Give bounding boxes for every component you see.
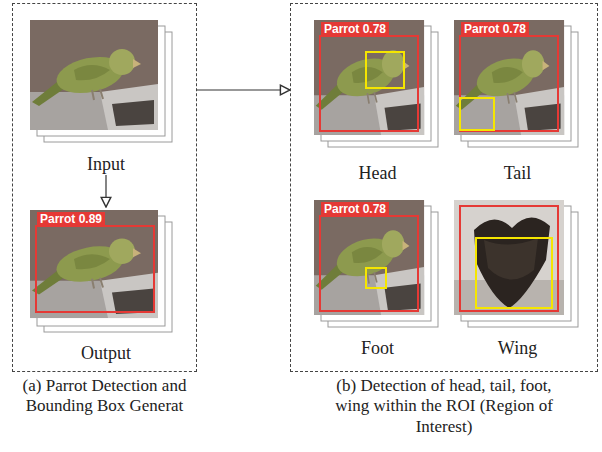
part-box <box>366 52 404 88</box>
input-image <box>30 20 172 142</box>
caption-text: (a) Parrot Detection and Bounding Box Ge… <box>12 376 197 417</box>
bounding-box <box>36 226 154 312</box>
caption-text: (b) Detection of head, tail, foot, wing … <box>319 376 569 437</box>
bounding-box <box>320 36 418 131</box>
image-label: Input <box>29 153 183 175</box>
bounding-box <box>460 206 558 311</box>
detection-label: Parrot 0.78 <box>461 22 529 36</box>
detection-label: Parrot 0.89 <box>37 212 105 226</box>
image-node: Input <box>29 19 183 175</box>
detection-label: Parrot 0.78 <box>321 22 389 36</box>
image-label: Output <box>29 342 183 364</box>
part-box <box>366 268 386 288</box>
bounding-box <box>460 36 558 131</box>
image-node: Parrot 0.89Output <box>29 207 183 364</box>
image-label: Tail <box>453 162 582 184</box>
output-image <box>30 210 172 332</box>
part-box <box>460 98 494 130</box>
arrow-connector <box>105 175 106 207</box>
dashed-panel: Parrot 0.78HeadParrot 0.78TailParrot 0.7… <box>290 3 598 372</box>
wing-image <box>454 200 578 327</box>
image-node: Parrot 0.78Head <box>313 19 442 184</box>
image-label: Wing <box>453 337 582 359</box>
tail-image <box>454 20 578 147</box>
image-label: Foot <box>313 337 442 359</box>
head-image <box>314 20 438 147</box>
image-node: Wing <box>453 199 582 359</box>
part-box <box>476 238 552 308</box>
image-node: Parrot 0.78Foot <box>313 199 442 359</box>
image-label: Head <box>313 162 442 184</box>
dashed-panel: InputParrot 0.89Output(a) Parrot Detecti… <box>12 3 197 372</box>
foot-image <box>314 200 438 327</box>
bounding-box <box>320 216 418 311</box>
detection-label: Parrot 0.78 <box>321 202 389 216</box>
image-node: Parrot 0.78Tail <box>453 19 582 184</box>
arrow-connector <box>197 89 290 90</box>
